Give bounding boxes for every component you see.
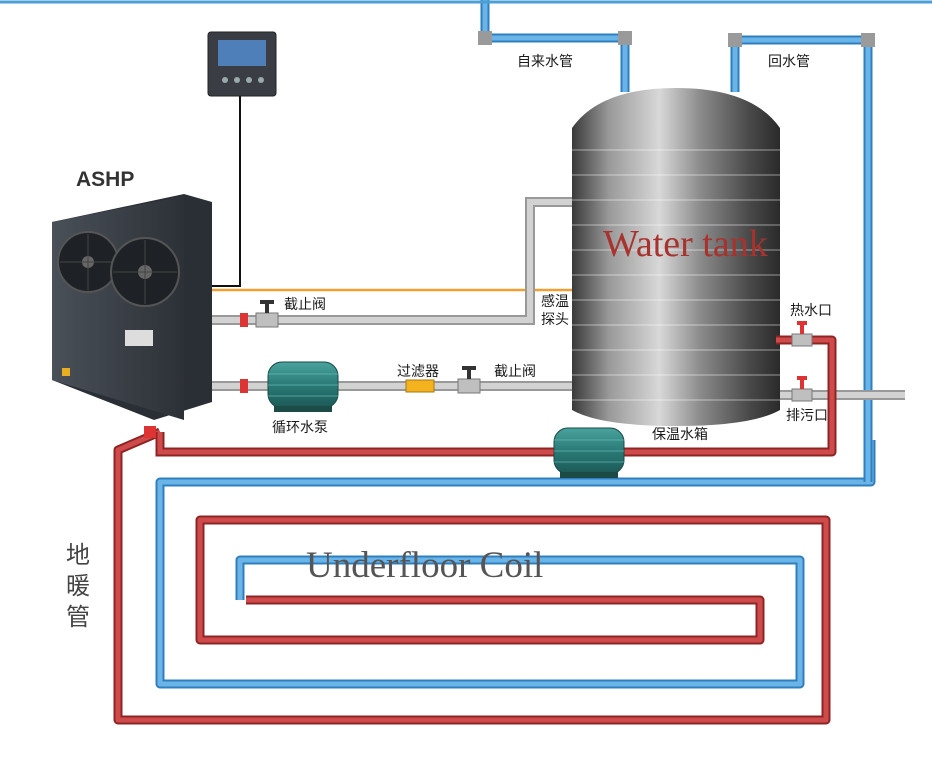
controller-screen (218, 40, 266, 66)
circulation-pump-bottom (553, 427, 625, 478)
temp-probe-label-2: 探头 (541, 312, 569, 328)
upper-gray-pipe-core (212, 199, 590, 323)
return-pipe-core (732, 37, 871, 482)
fan-left (57, 231, 119, 293)
filter-label: 过滤器 (397, 364, 439, 380)
circulation-pump-label: 循环水泵 (272, 420, 328, 436)
floor-heating-label-3: 管 (66, 603, 90, 631)
hot-water-outlet-label: 热水口 (790, 303, 832, 319)
temp-probe-label-1: 感温 (541, 293, 569, 310)
shutoff-valve-bottom-label: 截止阀 (494, 364, 536, 380)
shutoff-valve-bottom (457, 366, 481, 394)
drain-valve (791, 376, 813, 402)
circulation-pump-top (267, 361, 339, 412)
cold-coil-pipe-core (157, 440, 874, 687)
elbow-fitting (861, 33, 875, 47)
wired-controller (207, 31, 277, 287)
tap-water-pipe (480, 0, 630, 92)
water-tank: Water tank (572, 88, 780, 426)
hot-supply-pipe-core (157, 432, 560, 455)
floor-heating-label-2: 暖 (66, 572, 90, 600)
pipe-coupling (240, 379, 248, 393)
unit-nameplate (125, 330, 153, 346)
elbow-fitting (618, 31, 632, 45)
return-pipe-label: 回水管 (768, 54, 810, 70)
pipe-coupling (240, 313, 248, 327)
ashp-label: ASHP (76, 168, 134, 191)
tank-bands (572, 149, 780, 401)
insulated-tank-label: 保温水箱 (652, 427, 708, 443)
water-tank-label: Water tank (603, 223, 768, 265)
supply-piping (0, 0, 932, 482)
elbow-fitting (478, 31, 492, 45)
filter-component (405, 379, 435, 393)
tap-water-pipe-core (482, 0, 628, 92)
ashp-unit: ASHP (52, 168, 212, 420)
shutoff-valve-top-label: 截止阀 (284, 297, 326, 313)
tap-water-pipe-label: 自来水管 (517, 54, 573, 70)
drain-outlet-label: 排污口 (786, 408, 828, 424)
fan-right (110, 237, 180, 307)
floor-heating-label-1: 地 (66, 541, 90, 569)
hot-outlet-valve (791, 321, 813, 347)
hot-supply-pipe (155, 432, 560, 457)
unit-label-sticker (62, 368, 70, 376)
elbow-fitting (728, 33, 742, 47)
controller-cable (212, 96, 241, 287)
hot-coil-pipe-core (115, 429, 829, 723)
shutoff-valve-top (255, 300, 279, 328)
pipe-coupling (144, 426, 156, 438)
underfloor-coil (113, 427, 876, 725)
underfloor-coil-label: Underfloor Coil (306, 545, 543, 586)
tank-body (572, 88, 780, 426)
